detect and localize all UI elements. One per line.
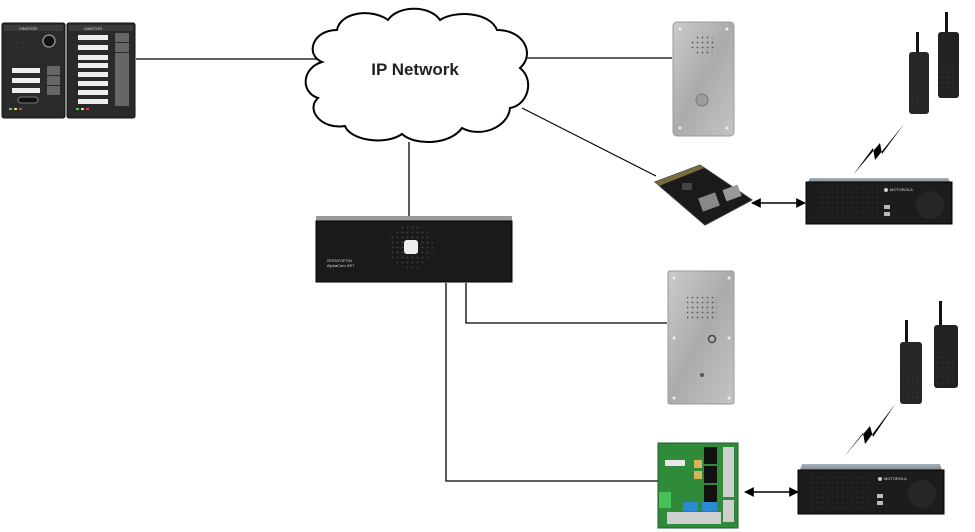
handheld-radios-bottom (900, 301, 958, 404)
interface-board (657, 442, 739, 529)
server-brand-label: STENTOFON (327, 258, 352, 263)
ip-network-cloud (304, 7, 530, 144)
microphone-icon (700, 373, 704, 377)
call-buttons-right (78, 33, 129, 106)
ethernet-port-icon (698, 192, 720, 212)
speaker-grille-icon (687, 297, 717, 321)
radio-repeater-bottom: MOTOROLA (797, 464, 945, 515)
terminal-block-icon (659, 492, 671, 508)
relay-icon (704, 447, 717, 464)
relay-icon (704, 466, 717, 483)
call-buttons-left (12, 66, 60, 95)
ethernet-port-icon (722, 184, 742, 202)
link-cloud-to-gateway-board (521, 107, 657, 177)
panel-brand-label: VINGTOR (19, 26, 37, 31)
radio-repeater-top: MOTOROLA (805, 178, 953, 225)
connections (136, 57, 806, 497)
status-leds (9, 108, 89, 110)
speaker-grille-icon (691, 33, 715, 57)
repeater-brand-label: MOTOROLA (890, 187, 913, 192)
repeater-brand-label: MOTOROLA (884, 476, 907, 481)
stentofon-logo-icon (404, 240, 418, 254)
ip-substation-top (672, 21, 735, 137)
link-server-to-analog-substation (465, 283, 667, 324)
relay-icon (704, 485, 717, 502)
analog-substation (667, 270, 735, 405)
cloud-label: IP Network (371, 60, 459, 79)
cloud-icon (304, 7, 530, 144)
speaker-grille-icon (13, 36, 37, 60)
camera-icon (42, 34, 56, 48)
motorola-logo-icon (884, 188, 888, 192)
link-server-to-interface-board (445, 283, 658, 482)
wireless-signal-icon (853, 124, 904, 175)
gateway-board (654, 164, 753, 226)
handheld-radios-top (909, 12, 959, 114)
exchange-server: STENTOFON AlphaCom XE7 (315, 216, 513, 283)
server-model-label: AlphaCom XE7 (327, 263, 355, 268)
call-button-icon (695, 93, 709, 107)
panel-brand-label: VINGTOR (84, 26, 102, 31)
wireless-signal-icon (843, 403, 896, 458)
motorola-logo-icon (878, 477, 882, 481)
call-button-icon (707, 334, 717, 344)
intercom-panel: VINGTOR VINGTOR (1, 22, 136, 119)
